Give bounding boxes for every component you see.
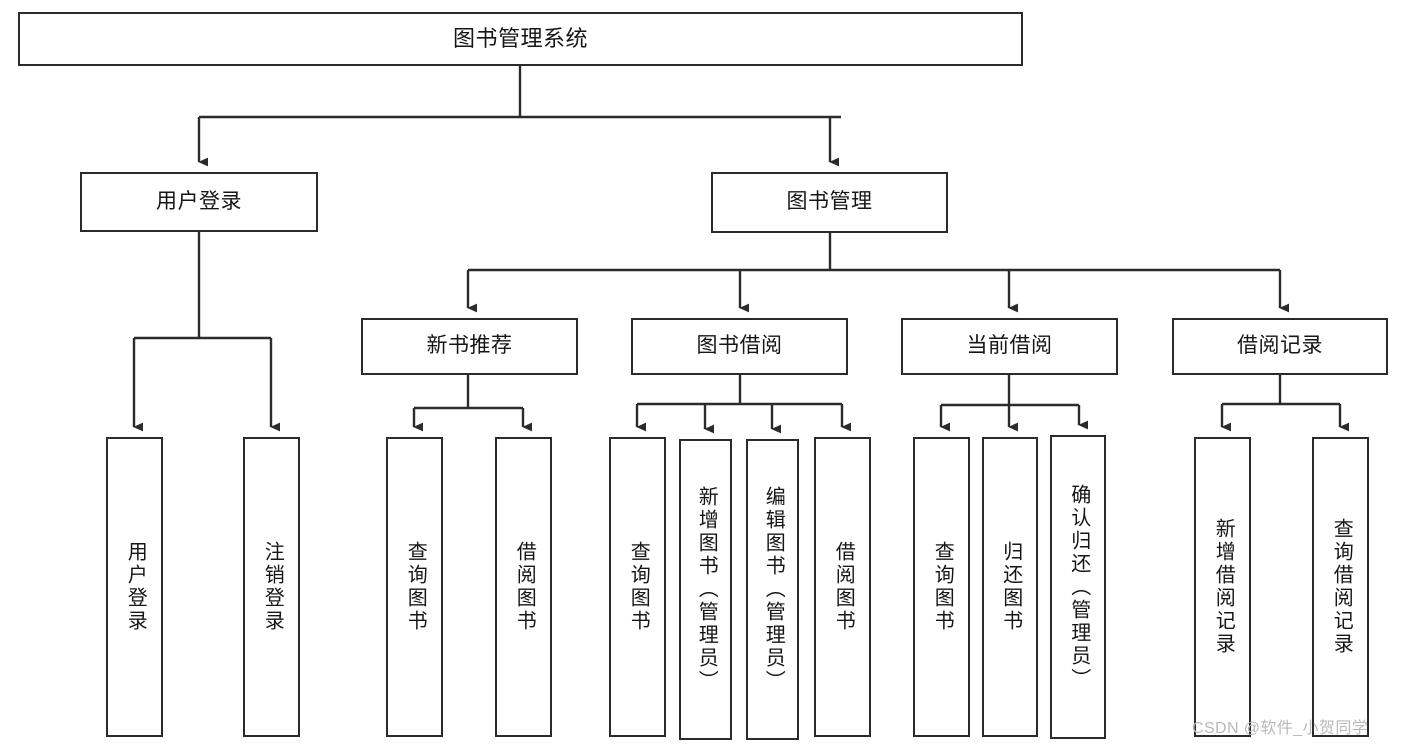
leaf-borrow-query-book-label: 查询图书 <box>627 541 650 633</box>
node-root-system-label: 图书管理系统 <box>452 26 588 52</box>
node-new-book-recommend-label: 新书推荐 <box>426 334 513 358</box>
leaf-user-logout[interactable]: 注销登录 <box>243 437 300 737</box>
leaf-records-query-record[interactable]: 查询借阅记录 <box>1312 437 1369 737</box>
leaf-recommend-query-book[interactable]: 查询图书 <box>386 437 443 737</box>
node-book-management[interactable]: 图书管理 <box>711 172 948 233</box>
leaf-borrow-add-book-admin[interactable]: 新增图书（管理员） <box>679 439 732 740</box>
leaf-user-login[interactable]: 用户登录 <box>106 437 163 737</box>
leaf-current-return-book[interactable]: 归还图书 <box>982 437 1038 737</box>
node-book-borrow-label: 图书借阅 <box>696 334 783 358</box>
leaf-borrow-borrow-book[interactable]: 借阅图书 <box>814 437 871 737</box>
leaf-borrow-query-book[interactable]: 查询图书 <box>609 437 666 737</box>
leaf-current-query-book[interactable]: 查询图书 <box>913 437 970 737</box>
node-borrow-records[interactable]: 借阅记录 <box>1172 318 1388 375</box>
leaf-current-return-book-label: 归还图书 <box>999 541 1022 633</box>
leaf-records-query-record-label: 查询借阅记录 <box>1330 518 1353 656</box>
node-current-borrow-label: 当前借阅 <box>966 334 1053 358</box>
node-book-borrow[interactable]: 图书借阅 <box>631 318 848 375</box>
node-root-system[interactable]: 图书管理系统 <box>18 12 1023 66</box>
leaf-recommend-query-book-label: 查询图书 <box>404 541 427 633</box>
node-book-management-label: 图书管理 <box>786 190 873 214</box>
leaf-current-query-book-label: 查询图书 <box>931 541 954 633</box>
leaf-borrow-borrow-book-label: 借阅图书 <box>832 541 855 633</box>
leaf-borrow-add-book-admin-label: 新增图书（管理员） <box>695 486 718 693</box>
leaf-current-confirm-return-admin[interactable]: 确认归还（管理员） <box>1050 435 1106 739</box>
leaf-current-confirm-return-admin-label: 确认归还（管理员） <box>1067 483 1090 691</box>
leaf-recommend-borrow-book-label: 借阅图书 <box>513 541 536 633</box>
node-new-book-recommend[interactable]: 新书推荐 <box>361 318 578 375</box>
leaf-recommend-borrow-book[interactable]: 借阅图书 <box>495 437 552 737</box>
leaf-records-add-record[interactable]: 新增借阅记录 <box>1194 437 1251 737</box>
leaf-user-logout-label: 注销登录 <box>261 541 284 633</box>
leaf-user-login-label: 用户登录 <box>124 541 147 633</box>
node-user-login-label: 用户登录 <box>156 189 242 213</box>
leaf-records-add-record-label: 新增借阅记录 <box>1212 518 1235 656</box>
leaf-borrow-edit-book-admin-label: 编辑图书（管理员） <box>762 486 785 693</box>
leaf-borrow-edit-book-admin[interactable]: 编辑图书（管理员） <box>746 439 799 740</box>
node-user-login[interactable]: 用户登录 <box>80 172 318 232</box>
node-borrow-records-label: 借阅记录 <box>1237 334 1323 358</box>
node-current-borrow[interactable]: 当前借阅 <box>901 318 1118 375</box>
